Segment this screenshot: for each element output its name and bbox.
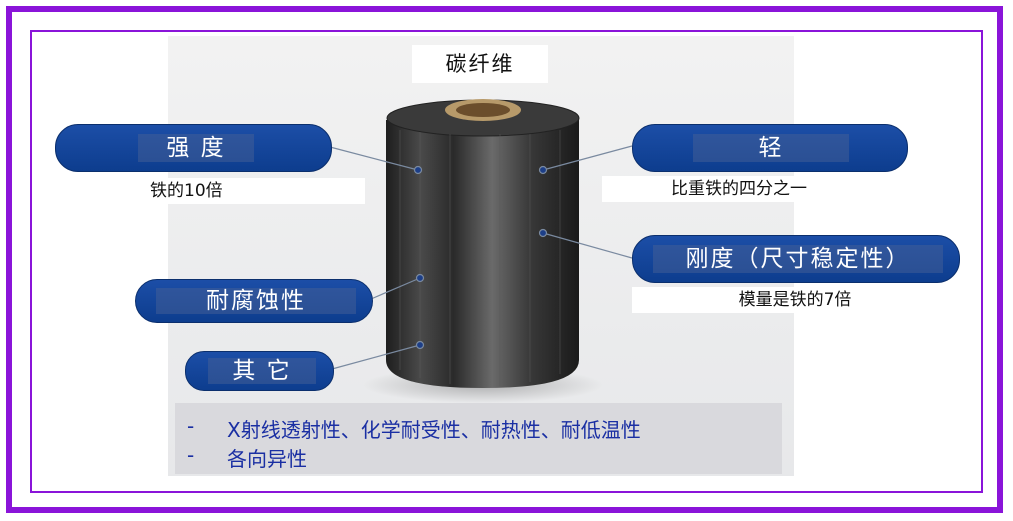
bullet-dash: - xyxy=(187,443,195,467)
property-text: 各向异性 xyxy=(227,447,307,471)
strength-label: 强 度 xyxy=(138,134,254,162)
outer-frame xyxy=(6,6,1003,513)
corrosion-label: 耐腐蚀性 xyxy=(156,288,356,314)
rigidity-pill: 刚度（尺寸稳定性） xyxy=(632,235,960,283)
other-label: 其 它 xyxy=(208,358,316,384)
other-pill: 其 它 xyxy=(185,351,334,391)
page-title: 碳纤维 xyxy=(412,45,548,83)
light-label: 轻 xyxy=(693,134,849,162)
rigidity-label: 刚度（尺寸稳定性） xyxy=(653,245,943,273)
strength-pill: 强 度 xyxy=(55,124,332,172)
leader-lines xyxy=(329,145,633,370)
light-detail: 比重铁的四分之一 xyxy=(602,176,876,202)
bullet-dash: - xyxy=(187,414,195,438)
spool-core-hole xyxy=(456,103,510,117)
spool-body xyxy=(386,120,579,388)
strength-detail: 铁的10倍 xyxy=(140,178,365,204)
other-properties-box: - X射线透射性、化学耐受性、耐热性、耐低温性 - 各向异性 xyxy=(175,403,782,474)
corrosion-pill: 耐腐蚀性 xyxy=(135,279,373,323)
property-text: X射线透射性、化学耐受性、耐热性、耐低温性 xyxy=(227,418,641,442)
inner-frame xyxy=(30,30,983,493)
light-pill: 轻 xyxy=(632,124,908,172)
rigidity-detail: 模量是铁的7倍 xyxy=(632,287,958,313)
